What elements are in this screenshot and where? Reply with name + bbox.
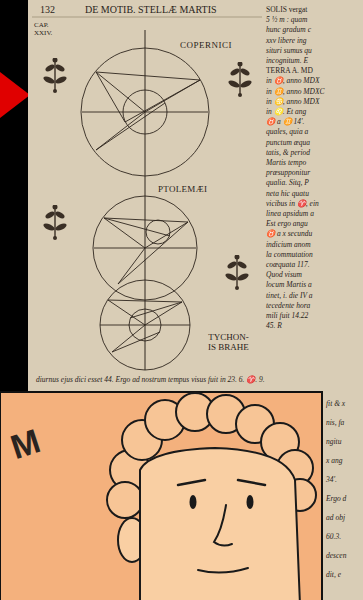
body-text-line: præsupponitur bbox=[266, 169, 310, 178]
diagram-label: TYCHON- IS BRAHE bbox=[205, 332, 252, 353]
body-text-line: tatis, & period bbox=[266, 149, 310, 158]
body-text-line: neta hic quatu bbox=[266, 190, 309, 199]
body-text-line: xxv libere ing bbox=[266, 37, 307, 46]
body-text-line: 45. R bbox=[266, 322, 282, 331]
body-text-line: Quod visum bbox=[266, 271, 302, 280]
body-text-line: Ergo d bbox=[326, 495, 346, 504]
page-number: 132 bbox=[40, 4, 55, 16]
body-text-line: indicium anom bbox=[266, 241, 311, 250]
body-text-line: vicibus in ♈, ein bbox=[266, 200, 319, 209]
body-text-line: situri sumus qu bbox=[266, 47, 312, 56]
chapter-number: CAP. bbox=[34, 21, 49, 29]
chapter-number: XXIV. bbox=[34, 29, 52, 37]
body-text-line: coæquata 117. bbox=[266, 261, 310, 270]
body-text-line: locum Martis a bbox=[266, 281, 312, 290]
axis-line bbox=[145, 30, 146, 370]
body-text-line: diurnus ejus dici esset 44. Ergo ad nost… bbox=[36, 376, 265, 385]
body-text-line: 5 ½ m : quam bbox=[266, 16, 307, 25]
body-text-line: 34'. bbox=[326, 476, 337, 485]
body-text-line: ngitu bbox=[326, 438, 341, 447]
body-text-line: in ♊, anno MDXC bbox=[266, 88, 325, 97]
diagram-label: PTOLEMÆI bbox=[158, 184, 207, 194]
body-text-line: dit, e bbox=[326, 571, 341, 580]
body-text-line: punctum æqua bbox=[266, 139, 310, 148]
body-text-line: Martis tempo bbox=[266, 159, 306, 168]
body-text-line: ad obj bbox=[326, 514, 345, 523]
body-text-line: linea apsidum a bbox=[266, 210, 314, 219]
body-text-line: incognitum. E bbox=[266, 57, 308, 66]
cartoon-panel bbox=[0, 392, 322, 600]
body-text-line: descen bbox=[326, 552, 346, 561]
body-text-line: in ♉, anno MDX bbox=[266, 77, 320, 86]
body-text-line: Est ergo angu bbox=[266, 220, 308, 229]
body-text-line: hunc gradum c bbox=[266, 26, 311, 35]
body-text-line: in ♌. Et ang bbox=[266, 108, 306, 117]
body-text-line: quales, quia a bbox=[266, 128, 308, 137]
tycho-diagram bbox=[100, 280, 190, 370]
body-text-line: ♉ a ♊ 14'. bbox=[266, 118, 304, 127]
running-head: DE MOTIB. STELLÆ MARTIS bbox=[85, 4, 217, 16]
body-text-line: fit & x bbox=[326, 400, 345, 409]
ptolemy-diagram bbox=[93, 196, 197, 300]
body-text-line: SOLIS vergat bbox=[266, 6, 307, 15]
speech-letter: M bbox=[6, 421, 45, 467]
body-text-line: in ♋, anno MDX bbox=[266, 98, 320, 107]
body-text-line: nis, fa bbox=[326, 419, 344, 428]
red-pointer bbox=[0, 72, 30, 118]
body-text-line: tecedente hora bbox=[266, 302, 310, 311]
body-text-line: ♉ a x secundu bbox=[266, 230, 312, 239]
copernicus-diagram bbox=[81, 48, 209, 176]
body-text-line: la commutation bbox=[266, 251, 313, 260]
diagram-label: COPERNICI bbox=[180, 40, 232, 50]
body-text-line: 60.3. bbox=[326, 533, 341, 542]
body-text-line: TERRA A. MD bbox=[266, 67, 313, 76]
body-text-line: x ang bbox=[326, 457, 342, 466]
body-text-line: qualia. Sitq, P bbox=[266, 179, 309, 188]
body-text-line: mili fuit 14.22 bbox=[266, 312, 308, 321]
body-text-line: tinet, i. die IV a bbox=[266, 292, 313, 301]
